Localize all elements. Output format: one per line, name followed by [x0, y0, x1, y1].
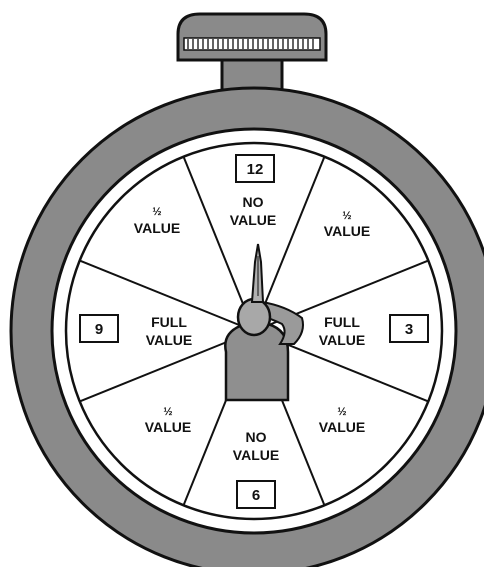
segment-upper-left-fraction: ½: [152, 206, 161, 218]
segment-left-line2: VALUE: [146, 332, 192, 348]
segment-right-line2: VALUE: [319, 332, 365, 348]
segment-lower-left-label: VALUE: [145, 419, 191, 435]
hour-marker-3: 3: [390, 315, 428, 342]
segment-bottom-line1: NO: [246, 429, 267, 445]
segment-lower-right-fraction: ½: [337, 406, 346, 418]
segment-left-line1: FULL: [151, 314, 187, 330]
figure-head: [238, 299, 270, 335]
hour-label-3: 3: [405, 321, 413, 338]
segment-lower-left-fraction: ½: [163, 406, 172, 418]
segment-lower-right-label: VALUE: [319, 419, 365, 435]
segment-upper-right-label: VALUE: [324, 223, 370, 239]
hour-marker-12: 12: [236, 155, 274, 182]
hour-label-12: 12: [247, 161, 264, 178]
hour-marker-6: 6: [237, 481, 275, 508]
segment-top-line2: VALUE: [230, 212, 276, 228]
hour-marker-9: 9: [80, 315, 118, 342]
hour-label-6: 6: [252, 487, 260, 504]
segment-upper-right-fraction: ½: [342, 210, 351, 222]
segment-top-line1: NO: [243, 194, 264, 210]
hour-label-9: 9: [95, 321, 103, 338]
stopwatch-crown: [178, 14, 326, 92]
segment-bottom-line2: VALUE: [233, 447, 279, 463]
segment-upper-left-label: VALUE: [134, 220, 180, 236]
segment-right-line1: FULL: [324, 314, 360, 330]
